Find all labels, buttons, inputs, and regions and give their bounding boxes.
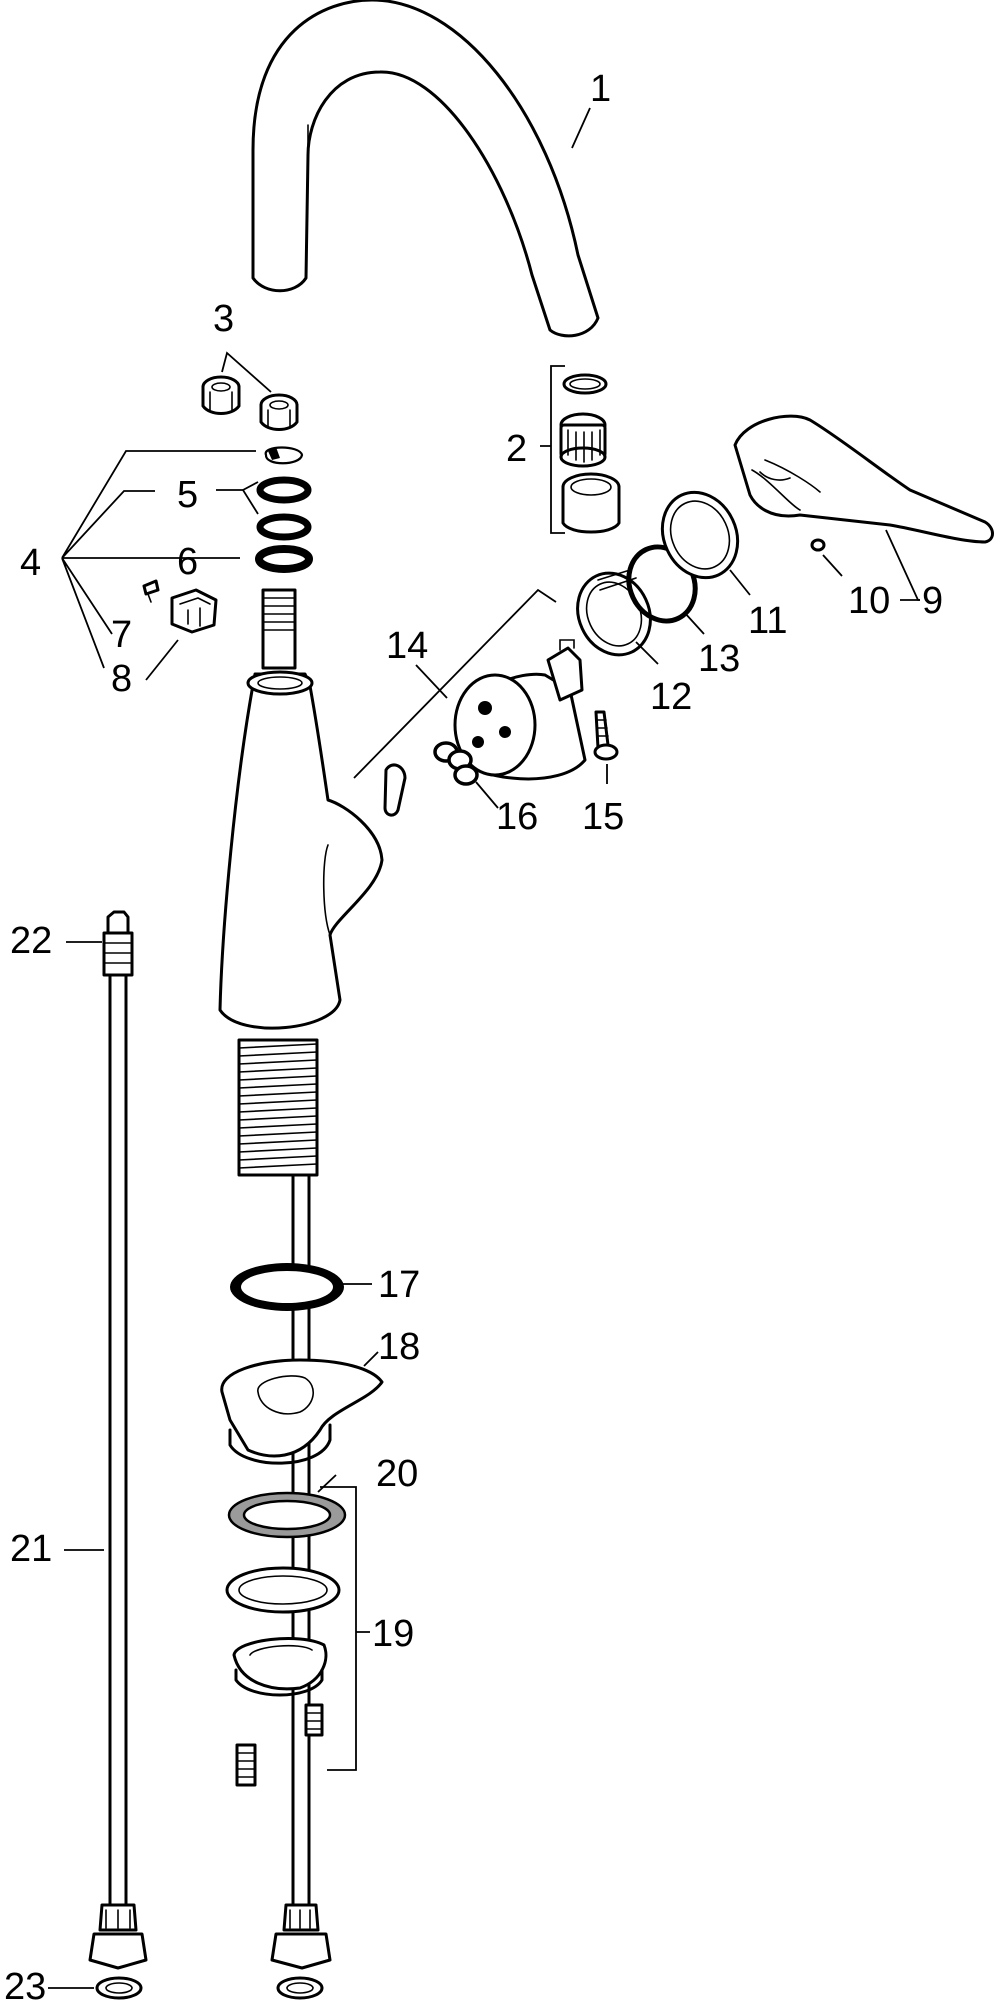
- valve-stem: [261, 588, 297, 670]
- callout-15: 15: [582, 796, 625, 838]
- callout-20: 20: [376, 1453, 419, 1495]
- callout-21: 21: [10, 1528, 53, 1570]
- screw-and-hex: [142, 579, 218, 634]
- screw-15: [593, 710, 619, 761]
- leader-3: [221, 351, 272, 393]
- callout-12: 12: [650, 676, 693, 718]
- leader-5: [216, 489, 259, 515]
- leader-9: [885, 529, 920, 601]
- leader-20: [317, 1474, 337, 1493]
- aerator-parts: [559, 373, 621, 534]
- grub-10: [810, 538, 826, 552]
- gasket-17: [230, 1263, 344, 1311]
- callout-14: 14: [386, 625, 429, 667]
- callout-8: 8: [111, 658, 133, 700]
- leader-11: [729, 569, 751, 596]
- callout-5: 5: [177, 474, 199, 516]
- leader-2: [540, 365, 565, 534]
- callout-18: 18: [378, 1326, 421, 1368]
- callout-6: 6: [177, 541, 199, 583]
- leader-16: [475, 781, 499, 809]
- escutcheon-11: [660, 490, 740, 580]
- callout-22: 22: [10, 920, 53, 962]
- stem-seals: [255, 446, 313, 573]
- supply-hose-left: [88, 910, 148, 2000]
- callout-17: 17: [378, 1264, 421, 1306]
- spout-part: [251, 0, 600, 338]
- cartridge-14: [453, 639, 587, 781]
- leader-19: [320, 1486, 370, 1771]
- callout-1: 1: [590, 68, 612, 110]
- threaded-shank: [237, 1038, 319, 1177]
- leader-10: [822, 554, 843, 577]
- seals-16: [433, 741, 479, 786]
- adapter-nuts: [201, 375, 299, 431]
- callout-16: 16: [496, 796, 539, 838]
- leader-4: [61, 450, 256, 669]
- callout-3: 3: [213, 298, 235, 340]
- callout-13: 13: [698, 638, 741, 680]
- leader-13: [683, 611, 705, 635]
- callout-9: 9: [922, 580, 944, 622]
- leader-1: [571, 107, 591, 149]
- cartridge-clip: [383, 763, 407, 817]
- callout-23: 23: [4, 1966, 47, 2008]
- callout-11: 11: [748, 600, 788, 642]
- leader-18: [363, 1351, 379, 1367]
- callout-10: 10: [848, 580, 891, 622]
- mounting-plate-18: [220, 1358, 384, 1465]
- faucet-body: [218, 670, 384, 1030]
- lever-handle-9: [733, 414, 994, 544]
- callout-2: 2: [506, 428, 528, 470]
- leader-8: [145, 639, 179, 681]
- fixing-set-19: [225, 1491, 347, 1787]
- leader-5b: [242, 481, 259, 491]
- callout-7: 7: [111, 614, 133, 656]
- callout-19: 19: [372, 1613, 415, 1655]
- leader-12: [635, 641, 659, 665]
- callout-4: 4: [20, 542, 42, 584]
- leader-14: [353, 588, 557, 779]
- leader-14b: [415, 664, 448, 699]
